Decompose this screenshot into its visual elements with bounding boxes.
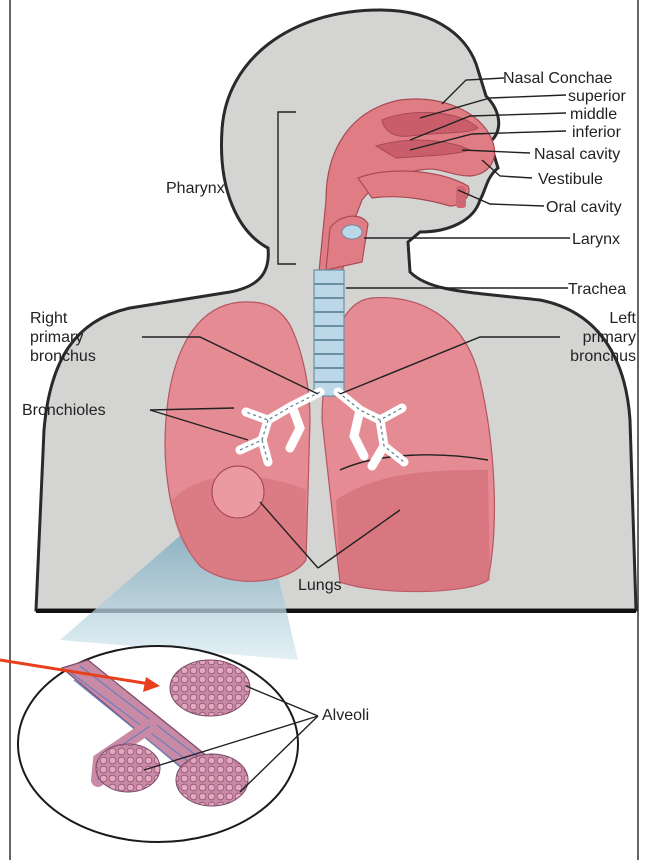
label-inferior: inferior [572,124,622,141]
left-lung-lower-lobe [336,470,490,592]
label-nasal-cavity: Nasal cavity [534,146,620,163]
label-oral-cavity: Oral cavity [546,199,622,216]
label-larynx: Larynx [572,231,620,248]
larynx-cartilage [342,225,362,239]
label-right-primary-bronchus-line2: primary [30,329,83,346]
label-right-primary-bronchus-line1: Right [30,310,68,327]
label-right-primary-bronchus-line3: bronchus [30,348,96,365]
lip-shape [456,186,466,208]
label-left-primary-bronchus-line1: Left [609,310,636,327]
label-trachea: Trachea [568,281,626,298]
highlight-circle [212,466,264,518]
label-alveoli: Alveoli [322,707,369,724]
label-vestibule: Vestibule [538,171,603,188]
label-bronchioles: Bronchioles [22,402,106,419]
label-left-primary-bronchus-line3: bronchus [570,348,636,365]
label-left-primary-bronchus-line2: primary [583,329,636,346]
label-superior: superior [568,88,626,105]
label-pharynx: Pharynx [166,180,225,197]
label-nasal-conchae: Nasal Conchae [503,70,613,87]
alveoli-magnified-view [18,646,298,842]
label-lungs: Lungs [298,577,342,594]
trachea-shape [314,270,344,396]
label-middle: middle [570,106,617,123]
